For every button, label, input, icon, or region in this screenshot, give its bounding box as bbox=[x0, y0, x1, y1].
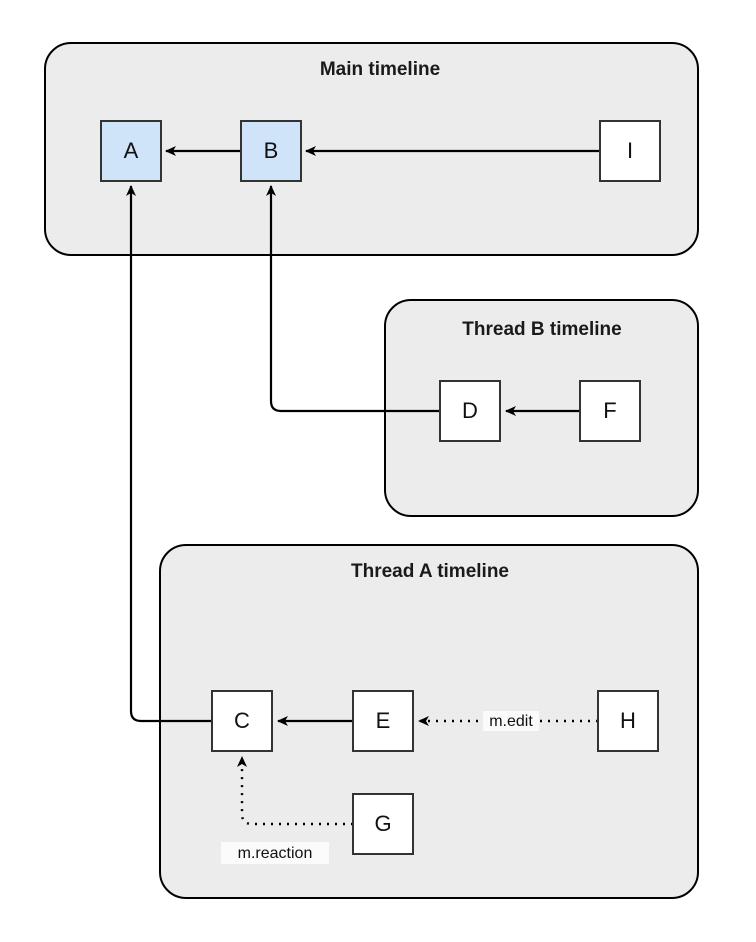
event-node-B[interactable]: B bbox=[240, 120, 302, 182]
event-node-H[interactable]: H bbox=[597, 690, 659, 752]
edge-labels: m.edit m.reaction bbox=[221, 711, 539, 864]
event-node-label-I: I bbox=[627, 138, 633, 163]
event-node-E[interactable]: E bbox=[352, 690, 414, 752]
edge-label-backdrop-H-to-E bbox=[483, 711, 539, 731]
event-nodes: A B I D F C E H G bbox=[100, 120, 661, 855]
event-node-box-E[interactable] bbox=[352, 690, 414, 752]
container-title-thread-a: Thread A timeline bbox=[351, 561, 509, 582]
event-node-I[interactable]: I bbox=[599, 120, 661, 182]
event-node-label-D: D bbox=[462, 398, 478, 423]
event-node-box-F[interactable] bbox=[579, 380, 641, 442]
event-node-box-B[interactable] bbox=[240, 120, 302, 182]
edge-C-to-A bbox=[126, 185, 212, 723]
event-node-label-C: C bbox=[234, 708, 250, 733]
event-node-label-G: G bbox=[374, 811, 391, 836]
edge-label-text-H-to-E: m.edit bbox=[489, 713, 533, 730]
edge-label-backdrop-G-to-C bbox=[221, 842, 329, 864]
event-node-G[interactable]: G bbox=[352, 793, 414, 855]
event-node-A[interactable]: A bbox=[100, 120, 162, 182]
container-title-main: Main timeline bbox=[320, 59, 440, 80]
event-node-label-F: F bbox=[603, 398, 616, 423]
event-node-box-I[interactable] bbox=[599, 120, 661, 182]
event-node-label-A: A bbox=[124, 138, 139, 163]
event-node-D[interactable]: D bbox=[439, 380, 501, 442]
edge-label-G-to-C: m.reaction bbox=[221, 842, 329, 864]
timeline-container-thread-b: Thread B timeline bbox=[384, 299, 699, 517]
event-node-box-C[interactable] bbox=[211, 690, 273, 752]
container-title-thread-b: Thread B timeline bbox=[462, 319, 621, 340]
event-node-label-E: E bbox=[376, 708, 391, 733]
container-panel-main bbox=[44, 42, 699, 256]
edge-label-H-to-E: m.edit bbox=[483, 711, 539, 731]
event-node-label-B: B bbox=[264, 138, 279, 163]
timeline-container-main: Main timeline bbox=[44, 42, 699, 256]
event-node-F[interactable]: F bbox=[579, 380, 641, 442]
edge-label-text-G-to-C: m.reaction bbox=[238, 845, 313, 862]
event-node-box-H[interactable] bbox=[597, 690, 659, 752]
event-node-label-H: H bbox=[620, 708, 636, 733]
edge-D-to-B bbox=[266, 185, 440, 413]
event-node-box-G[interactable] bbox=[352, 793, 414, 855]
event-node-box-D[interactable] bbox=[439, 380, 501, 442]
event-node-C[interactable]: C bbox=[211, 690, 273, 752]
event-node-box-A[interactable] bbox=[100, 120, 162, 182]
container-panel-thread-b bbox=[384, 299, 699, 517]
